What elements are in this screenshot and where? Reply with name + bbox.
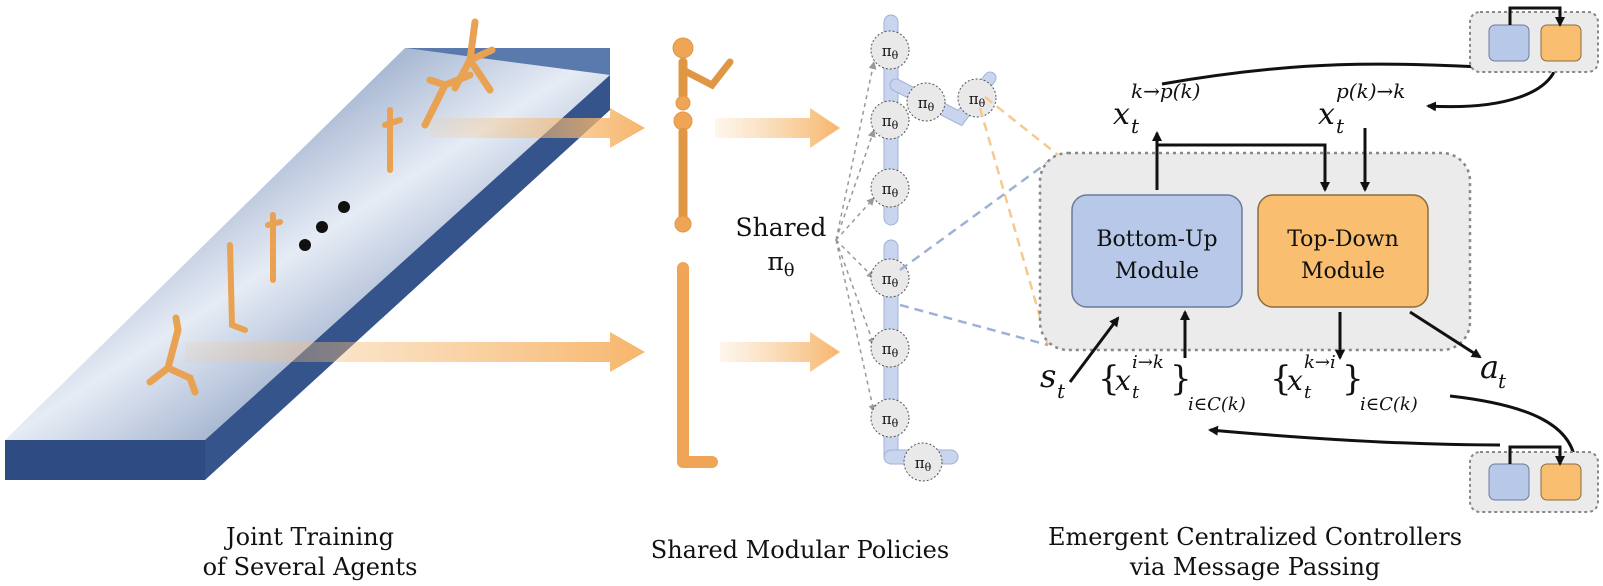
- mini-controller-top: [1469, 6, 1599, 73]
- svg-text:Module: Module: [1115, 259, 1199, 284]
- svg-text:a: a: [1480, 348, 1499, 386]
- svg-text:s: s: [1040, 357, 1056, 395]
- svg-text:x: x: [1115, 364, 1131, 397]
- training-platform: [5, 48, 610, 480]
- caption-shared-policies: Shared Modular Policies: [650, 536, 950, 564]
- svg-text:t: t: [1132, 382, 1140, 403]
- policy-nodes: πθ πθ πθ πθ πθ πθ πθ πθ πθ: [870, 30, 997, 482]
- svg-text:}: }: [1170, 359, 1192, 399]
- policy-node: πθ: [906, 82, 946, 122]
- policy-node: πθ: [957, 78, 997, 118]
- agent-humanoid-small: [265, 212, 283, 283]
- svg-text:{: {: [1270, 359, 1292, 399]
- top-down-module: Top-Down Module: [1257, 194, 1429, 308]
- policy-node: πθ: [870, 258, 910, 298]
- agent-figures: [146, 18, 496, 396]
- svg-text:t: t: [1057, 379, 1066, 403]
- state-label: s t: [1040, 357, 1066, 403]
- agent-walker: [146, 314, 199, 396]
- svg-text:t: t: [1304, 382, 1312, 403]
- svg-text:t: t: [1336, 114, 1345, 138]
- svg-text:x: x: [1318, 97, 1335, 132]
- agent-pole: [227, 242, 248, 333]
- policy-node: πθ: [870, 30, 910, 70]
- svg-text:}: }: [1342, 359, 1364, 399]
- up-message-label: x k→p(k) t: [1113, 79, 1200, 138]
- svg-text:i→k: i→k: [1132, 352, 1164, 373]
- svg-text:i∈C(k): i∈C(k): [1188, 394, 1246, 415]
- agent-walker-top: [451, 18, 496, 94]
- ellipsis-dots: [299, 201, 350, 251]
- child-out-messages-label: { x k→i t } i∈C(k): [1270, 352, 1418, 415]
- policy-node: πθ: [870, 168, 910, 208]
- svg-text:t: t: [1498, 369, 1507, 393]
- policy-sharing-arrows: [835, 61, 877, 413]
- policy-node: πθ: [870, 100, 910, 140]
- bottom-up-module: Bottom-Up Module: [1071, 194, 1243, 308]
- hopper-agent: [677, 262, 718, 468]
- svg-text:x: x: [1287, 364, 1303, 397]
- policy-node: πθ: [870, 398, 910, 438]
- caption-joint-training: Joint Training of Several Agents: [202, 523, 418, 581]
- svg-text:k→p(k): k→p(k): [1131, 79, 1200, 103]
- agent-humanoid: [382, 107, 403, 173]
- svg-text:x: x: [1113, 97, 1130, 132]
- mini-controller-bottom: [1469, 445, 1599, 513]
- svg-text:Module: Module: [1301, 259, 1385, 284]
- svg-text:{: {: [1098, 359, 1120, 399]
- shared-policy-label: Shared: [736, 213, 827, 242]
- shared-policy-symbol: πθ: [767, 247, 794, 281]
- svg-text:Top-Down: Top-Down: [1287, 227, 1399, 252]
- caption-centralized-controllers: Emergent Centralized Controllers via Mes…: [1047, 523, 1463, 581]
- down-message-label: x p(k)→k t: [1318, 79, 1405, 138]
- svg-text:Bottom-Up: Bottom-Up: [1096, 227, 1217, 252]
- action-label: a t: [1480, 348, 1507, 393]
- policy-node: πθ: [870, 328, 910, 368]
- svg-text:k→i: k→i: [1304, 352, 1336, 373]
- svg-text:t: t: [1131, 114, 1140, 138]
- svg-text:i∈C(k): i∈C(k): [1360, 394, 1418, 415]
- svg-text:p(k)→k: p(k)→k: [1336, 79, 1405, 103]
- humanoid-agent: [672, 37, 734, 233]
- policy-node: πθ: [903, 442, 943, 482]
- child-in-messages-label: { x i→k t } i∈C(k): [1098, 352, 1246, 415]
- zoom-lines: [899, 96, 1059, 347]
- transfer-beams: [185, 108, 840, 372]
